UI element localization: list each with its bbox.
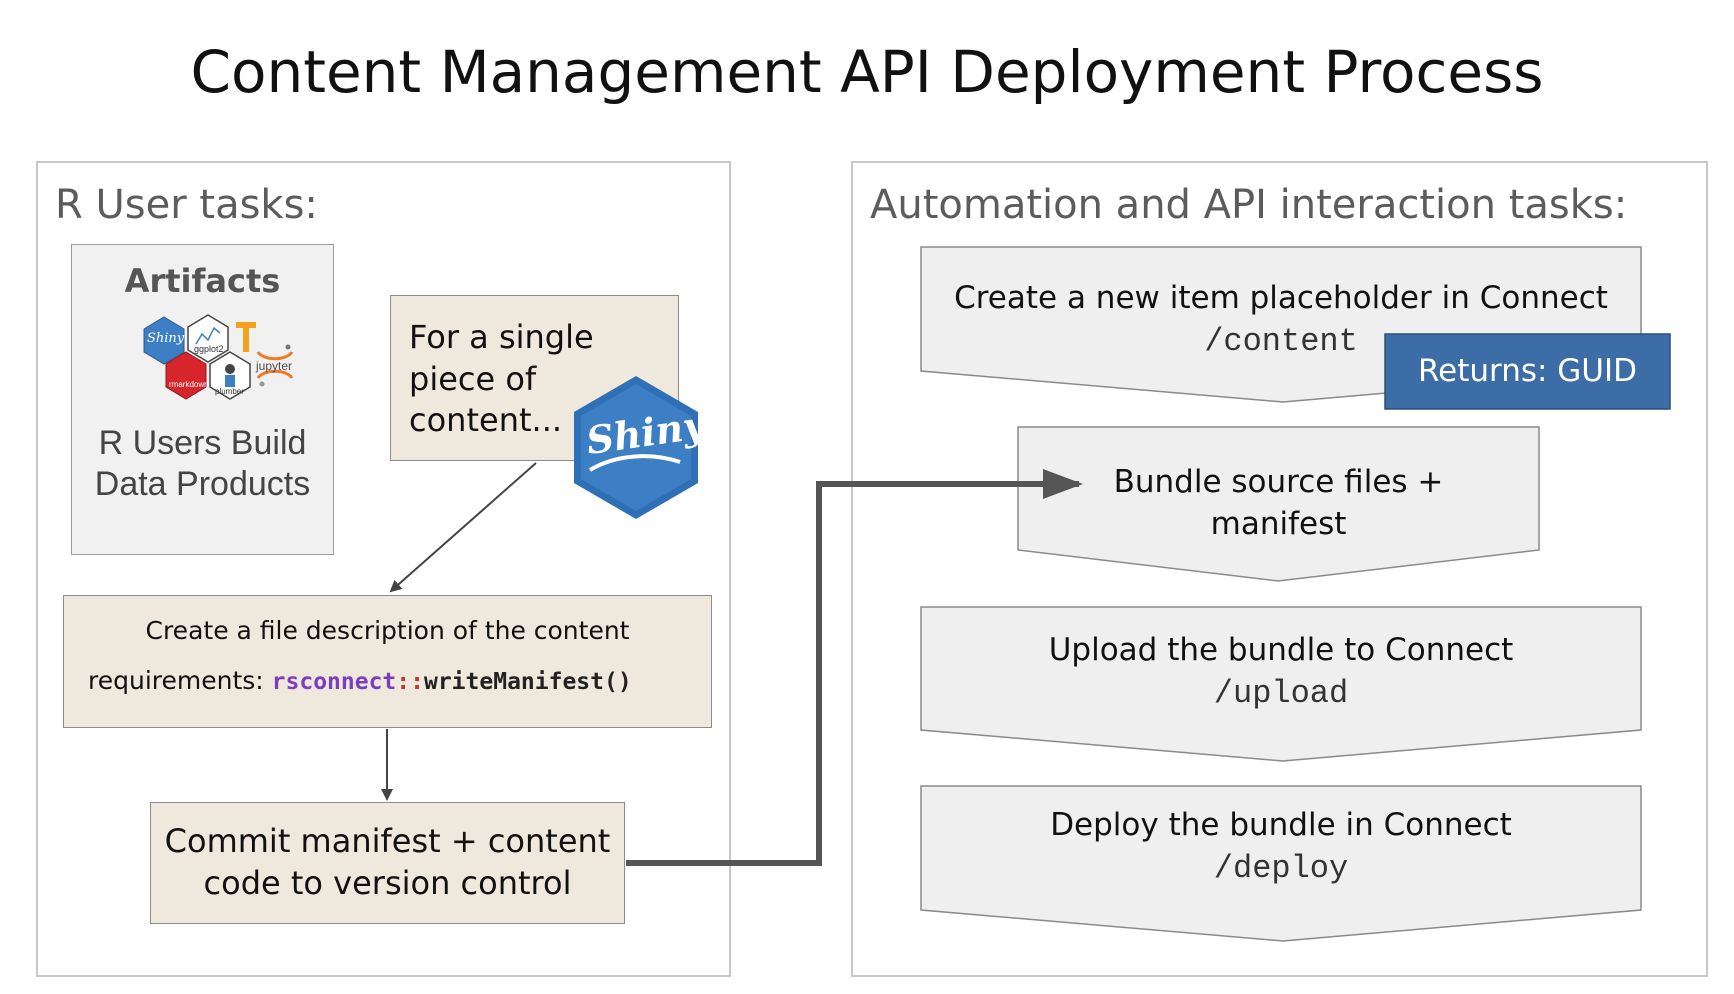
logo-cluster bbox=[143, 314, 294, 400]
step-2-shape bbox=[1017, 426, 1540, 582]
single-content-line2: piece of bbox=[409, 360, 537, 398]
tensorflow-logo-icon bbox=[236, 322, 256, 352]
manifest-line1: Create a file description of the content bbox=[145, 616, 630, 645]
ggplot2-logo-icon bbox=[187, 314, 229, 363]
step-1-endpoint: /content bbox=[1204, 323, 1358, 360]
code-parens: () bbox=[604, 669, 632, 695]
logo-ggplot2-label: ggplot2 bbox=[194, 344, 224, 354]
manifest-line2: requirements: rsconnect::writeManifest() bbox=[88, 666, 632, 696]
step-3-endpoint: /upload bbox=[1213, 675, 1349, 712]
diagram-title: Content Management API Deployment Proces… bbox=[190, 38, 1544, 106]
logo-rmarkdown-label: rmarkdown bbox=[169, 380, 209, 389]
logo-jupyter-label: jupyter bbox=[256, 359, 293, 373]
rmarkdown-logo-icon bbox=[165, 351, 207, 400]
step-3-shape bbox=[920, 606, 1642, 762]
single-content-line3: content... bbox=[409, 401, 563, 439]
logo-shiny-label: Shiny bbox=[147, 331, 185, 346]
arrow-commit-to-bundle bbox=[626, 469, 1083, 866]
jupyter-logo-icon bbox=[256, 344, 294, 387]
artifacts-heading: Artifacts bbox=[124, 262, 281, 300]
commit-line1: Commit manifest + content bbox=[164, 822, 611, 860]
code-package: rsconnect bbox=[271, 669, 397, 695]
step-4-shape bbox=[920, 785, 1642, 942]
shiny-logo-icon bbox=[143, 316, 185, 365]
logo-plumber-label: plumber bbox=[215, 387, 244, 396]
manifest-line2-prefix: requirements: bbox=[88, 666, 272, 695]
artifacts-caption-line2: Data Products bbox=[94, 465, 311, 503]
returns-guid-badge bbox=[1384, 333, 1671, 410]
left-panel-label: R User tasks: bbox=[55, 182, 318, 228]
step-1-text: Create a new item placeholder in Connect bbox=[954, 280, 1608, 316]
code-function: writeManifest bbox=[423, 669, 604, 695]
commit-box bbox=[150, 802, 625, 924]
step-2-text-line2: manifest bbox=[1210, 506, 1347, 542]
plumber-logo-icon bbox=[209, 351, 251, 400]
manifest-box bbox=[63, 595, 712, 728]
returns-guid-text: Returns: GUID bbox=[1417, 353, 1638, 389]
step-4-endpoint: /deploy bbox=[1213, 850, 1349, 887]
single-content-line1: For a single bbox=[409, 318, 594, 356]
step-2-text-line1: Bundle source files + bbox=[1113, 464, 1444, 500]
step-3-text: Upload the bundle to Connect bbox=[1048, 632, 1514, 668]
artifacts-card bbox=[71, 244, 334, 555]
shiny-hex-badge bbox=[574, 376, 698, 519]
right-panel-label: Automation and API interaction tasks: bbox=[870, 182, 1628, 228]
code-separator: :: bbox=[396, 669, 424, 695]
artifacts-caption-line1: R Users Build bbox=[98, 424, 307, 462]
commit-line2: code to version control bbox=[203, 864, 572, 902]
arrow-content-to-manifest bbox=[389, 462, 537, 593]
step-4-text: Deploy the bundle in Connect bbox=[1050, 807, 1512, 843]
